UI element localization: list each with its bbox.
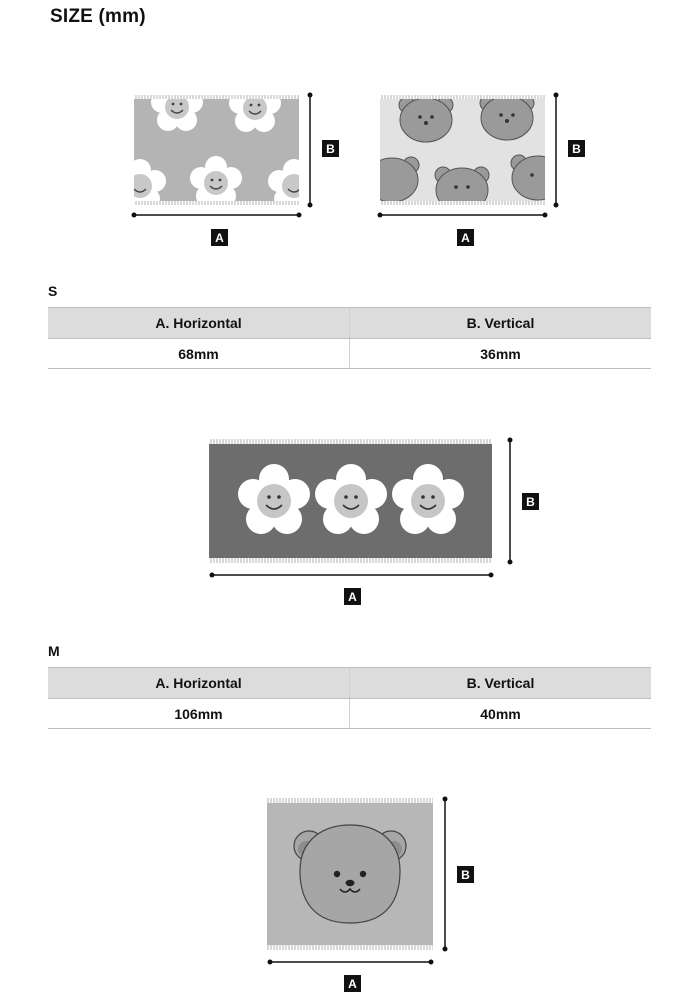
svg-text:B: B	[461, 868, 470, 882]
dimension-line-vertical	[307, 92, 313, 208]
daisy-icon	[268, 159, 299, 201]
column-horizontal: A. Horizontal	[48, 307, 350, 339]
dimension-line-horizontal	[209, 572, 494, 578]
flower-tag-medium	[209, 439, 492, 563]
value-horizontal: 106mm	[48, 698, 350, 729]
size-label-s: S	[48, 283, 58, 299]
value-vertical: 36mm	[349, 338, 651, 369]
bear-face-icon	[479, 99, 535, 141]
bear-tag-small	[380, 95, 545, 205]
daisy-icon	[392, 464, 464, 534]
daisy-icon	[190, 156, 242, 201]
marker-a: A	[344, 975, 361, 992]
svg-text:B: B	[572, 142, 581, 156]
bear-face-icon	[510, 154, 545, 201]
svg-text:A: A	[215, 231, 224, 245]
daisy-icon	[229, 99, 281, 132]
size-label-m: M	[48, 643, 60, 659]
svg-text:A: A	[461, 231, 470, 245]
svg-text:B: B	[526, 495, 535, 509]
column-vertical: B. Vertical	[349, 307, 651, 339]
daisy-icon	[134, 159, 166, 201]
dimension-line-horizontal	[267, 959, 434, 965]
marker-a: A	[457, 229, 474, 246]
svg-text:B: B	[326, 142, 335, 156]
marker-b: B	[522, 493, 539, 510]
size-m-illustration: A B	[209, 437, 539, 605]
dimension-line-vertical	[507, 437, 513, 565]
marker-a: A	[211, 229, 228, 246]
daisy-icon	[315, 464, 387, 534]
bear-tag-large	[267, 798, 433, 950]
column-vertical: B. Vertical	[349, 667, 651, 699]
marker-b: B	[457, 866, 474, 883]
svg-text:A: A	[348, 590, 357, 604]
size-table-s: A. Horizontal B. Vertical 68mm 36mm	[48, 307, 651, 369]
page-title: SIZE (mm)	[50, 6, 146, 27]
daisy-icon	[238, 464, 310, 534]
daisy-icon	[151, 99, 203, 131]
svg-text:A: A	[348, 977, 357, 991]
bear-face-icon	[293, 824, 407, 924]
bear-face-icon	[398, 99, 454, 143]
bear-face-icon	[380, 156, 420, 201]
dimension-line-vertical	[553, 92, 559, 208]
bear-tag-illustration: A B	[267, 796, 474, 992]
dimension-line-horizontal	[131, 212, 302, 218]
marker-b: B	[568, 140, 585, 157]
value-horizontal: 68mm	[48, 338, 350, 369]
marker-a: A	[344, 588, 361, 605]
marker-b: B	[322, 140, 339, 157]
bear-face-icon	[434, 166, 490, 201]
size-table-m: A. Horizontal B. Vertical 106mm 40mm	[48, 667, 651, 729]
column-horizontal: A. Horizontal	[48, 667, 350, 699]
size-s-illustration: A B A B	[131, 92, 585, 246]
dimension-line-vertical	[442, 796, 448, 952]
flower-tag-small	[134, 95, 299, 205]
dimension-line-horizontal	[377, 212, 548, 218]
value-vertical: 40mm	[349, 698, 651, 729]
